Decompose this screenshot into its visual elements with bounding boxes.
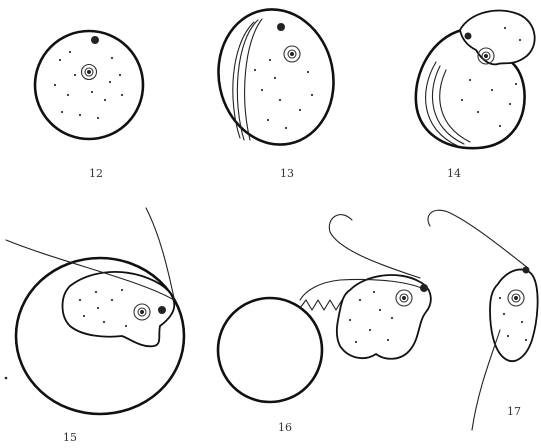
figure-17-drawing <box>428 210 538 430</box>
nucleolus <box>484 54 488 58</box>
figure-13-label: 13 <box>280 168 294 179</box>
membrane-fold <box>245 19 262 140</box>
figure-12-drawing <box>35 31 143 139</box>
figure-15-label: 15 <box>63 432 77 443</box>
eyespot <box>523 267 530 274</box>
nucleolus <box>402 296 406 300</box>
eyespot <box>420 284 428 292</box>
eyespot <box>158 306 166 314</box>
stray-mark <box>5 377 8 380</box>
eyespot <box>465 33 472 40</box>
zoospore <box>63 272 175 346</box>
eyespot <box>277 23 285 31</box>
emerging-cell <box>460 11 535 65</box>
figure-15-drawing <box>6 208 184 414</box>
connecting-strand <box>300 300 342 310</box>
zoospore <box>490 269 538 361</box>
eyespot <box>91 36 99 44</box>
cyst-wall <box>35 31 143 139</box>
nucleolus <box>140 310 144 314</box>
membrane-fold <box>432 66 464 144</box>
membrane-fold <box>233 22 254 138</box>
nucleolus <box>290 52 294 56</box>
empty-cyst-wall <box>218 298 322 402</box>
granules <box>54 51 123 119</box>
flagellum <box>329 215 420 278</box>
figure-16-drawing <box>218 215 431 402</box>
nucleolus <box>87 70 91 74</box>
figure-14-label: 14 <box>447 168 461 179</box>
figure-13-drawing <box>206 0 346 155</box>
granules <box>254 59 313 129</box>
flagellum <box>428 210 528 268</box>
figure-17-label: 17 <box>507 406 521 417</box>
figure-12-label: 12 <box>89 168 103 179</box>
zoospore <box>337 275 431 359</box>
figure-14-drawing <box>416 11 535 149</box>
membrane-fold <box>440 70 470 142</box>
nucleolus <box>514 296 518 300</box>
figure-16-label: 16 <box>278 422 292 433</box>
membrane-fold <box>237 20 258 140</box>
